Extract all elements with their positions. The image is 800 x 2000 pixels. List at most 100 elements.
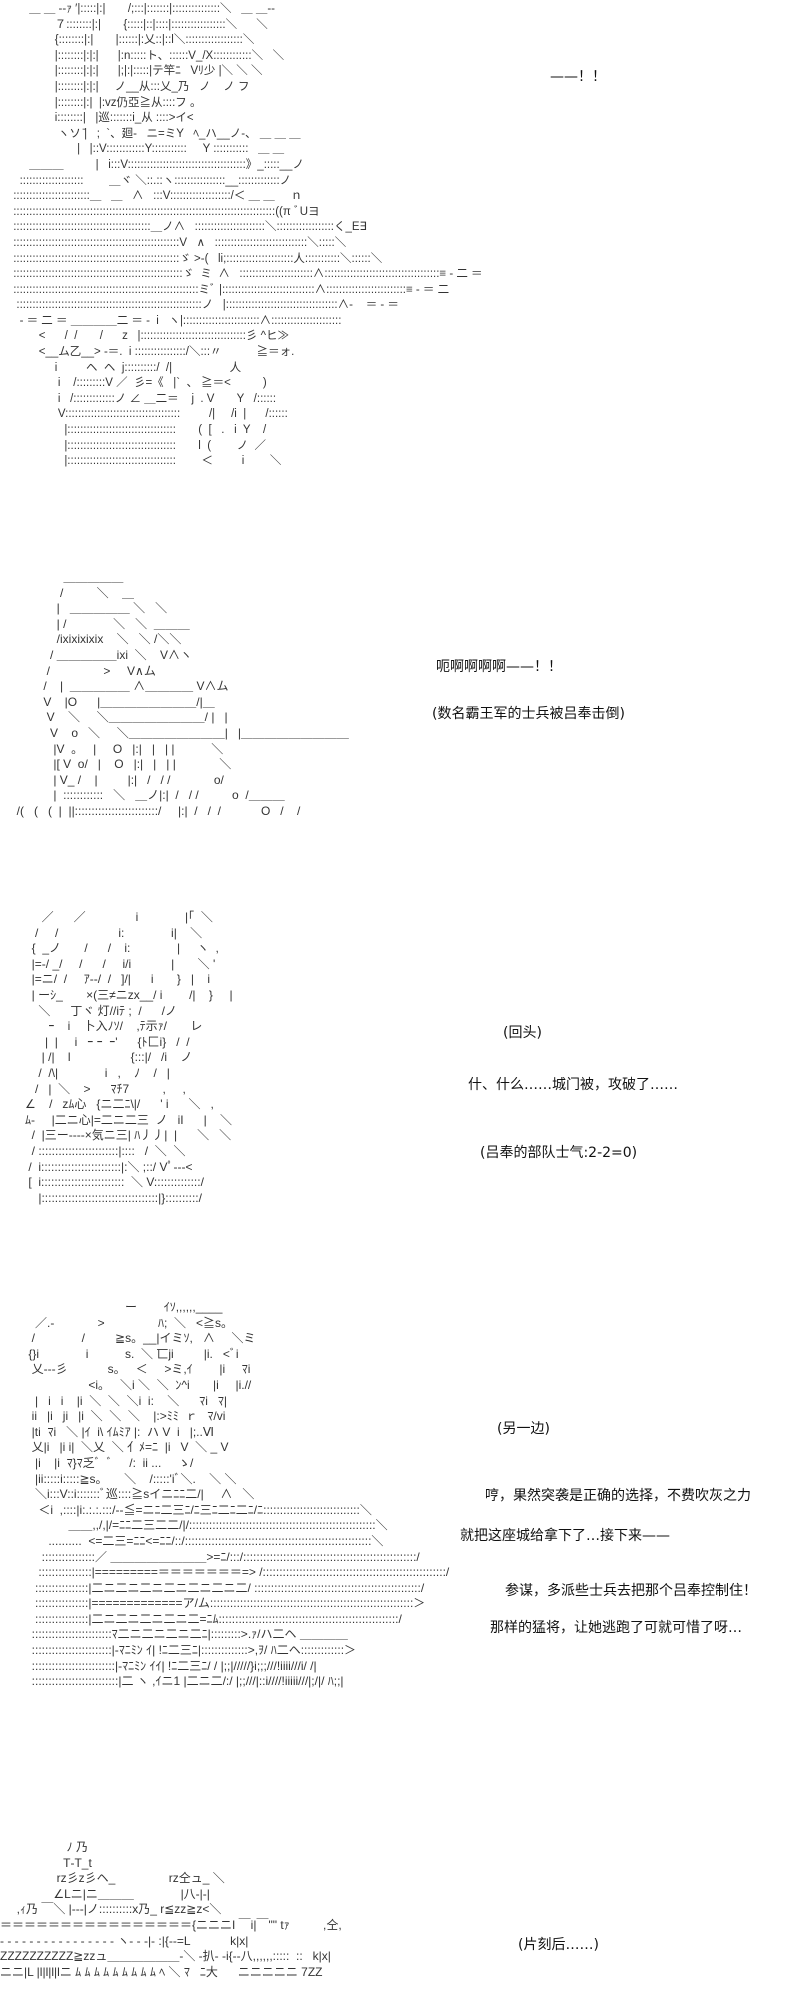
- ascii-art-line: ∠ / zﾑ心 {ニ二ﾆ\|/ ' i ＼ ,: [15, 1097, 214, 1112]
- ascii-art-warrior-charge: ＿ ＿ -‐ｧ ′|:::::|:| /;:::|:::::::|:::::::…: [10, 2, 483, 470]
- ascii-art-line: | V_ / | |:| / / / o/: [0, 772, 224, 787]
- ascii-art-line: | / ＼ ＼ ＿＿＿: [0, 616, 190, 631]
- ascii-art-line: ヽソ ̄| ; `、廻‐ ニ=ミY ﾍ_ハ__ノ‐、 ＿ ＿ ＿: [10, 127, 301, 140]
- ascii-art-line: | ＿＿＿＿＿ ＼ ＼: [0, 601, 168, 616]
- ascii-art-line: |:::::::::::::::::::::::::::::::::: ＜ i …: [10, 455, 282, 468]
- ascii-art-line: / |三ー‐‐‐‐×気ニ三| ﾊ丿丿| | ＼ ＼: [15, 1128, 232, 1143]
- ascii-art-line: ７::::::::|:| {:::::|::|::::|::::::::::::…: [10, 18, 268, 31]
- ascii-art-line: / ::::::::::::::::::::::::|:::: / ＼ ＼: [15, 1143, 186, 1158]
- ascii-art-line: :::::::::::::::::::::::::|-ﾏﾆﾐﾝ ｲｲ| !ﾆ二三…: [25, 1658, 317, 1673]
- ascii-art-line: ﾑ‐ |二ニ心|=二ニ二三 ノ iI | ＼: [15, 1112, 233, 1127]
- ascii-art-line: ::::::::::::::::::::::::::::::::::::::::…: [10, 252, 383, 265]
- ascii-art-line: {}i i s. ＼ 匸ji |i. <ﾞi: [25, 1346, 239, 1361]
- ascii-art-line: ＿＿,,/,|/=ﾆﾆ二三二二/|/::::::::::::::::::::::…: [25, 1518, 388, 1533]
- ascii-art-line: i ヘ ヘ j::::::::::/ /| 人: [10, 361, 242, 374]
- ascii-art-line: ＿＿＿＿＿: [0, 570, 124, 584]
- ascii-art-castle: ﾉ 乃 T‐T_t rz彡z彡ヘ_ rz仝ュ_ ＼ ∠Lニ|ニ＿＿＿ |八-|-…: [0, 1840, 342, 1980]
- ascii-art-line: ::::::::::::::::::::::::::::::::::::::::…: [10, 236, 347, 249]
- ascii-art-line: ::::::::::::::::::::::::::::::::::::::::…: [10, 205, 320, 218]
- ascii-art-line: rz彡z彡ヘ_ rz仝ュ_ ＼: [0, 1871, 225, 1886]
- ascii-art-line: |i |i ﾏ}ﾏ乏ﾞ ﾞ /: ii ... ゝ/: [25, 1455, 194, 1470]
- narration-turn-head: (回头): [503, 1025, 542, 1041]
- ascii-art-line: |ti ﾏi ＼ |ｲ i\ ｲﾑﾐｱ |: ハ V i |;..Ⅵ: [25, 1424, 214, 1439]
- ascii-art-line: ＿＿＿ | i:::V:::::::::::::::::::::::::::::…: [10, 158, 304, 171]
- dialogue-gate-breached: 什、什么……城门被，攻破了……: [468, 1077, 678, 1093]
- ascii-art-line: ｰ i 卜入ﾉｿ/ ,ﾃ示ｧ/ レ: [15, 1019, 203, 1034]
- ascii-art-line: i /:::::::::V ／ 彡=《 |` 、 ≧＝< ): [10, 377, 267, 390]
- ascii-art-line: {::::::::|:| |::::::|:乂::|::l＼::::::::::…: [10, 34, 255, 47]
- ascii-art-line: ::::::::::::::::|=========＝＝＝＝＝＝＝=> /:::…: [25, 1565, 450, 1580]
- ascii-art-line: i::::::::| |巡:::::::i_从 ::::>イ<: [10, 112, 194, 125]
- ascii-art-line: :::::::::::::::::::: ＿ヾ ＼::.::ヽ:::::::::…: [10, 174, 292, 187]
- ascii-art-line: / ＿＿＿＿＿ixi ＼ V∧ヽ: [0, 647, 193, 662]
- ascii-art-line: / | ＼ > ﾏﾁ7 , ,: [15, 1081, 186, 1096]
- narration-other-side: (另一边): [497, 1421, 550, 1437]
- ascii-art-line: ii |i ji |i ＼ ＼ ＼ |:>ﾐﾐ ｒ ﾏ/vi: [25, 1409, 226, 1424]
- ascii-art-line: ::::::::::::::::|二ニ二ニ二ニ二ニ二=ﾆﾑ:::::::::::…: [25, 1611, 402, 1626]
- panel-5: ﾉ 乃 T‐T_t rz彡z彡ヘ_ rz仝ュ_ ＼ ∠Lニ|ニ＿＿＿ |八-|-…: [0, 1840, 800, 2000]
- ascii-art-line: V:::::::::::::::::::::::::::::::::::: /|…: [10, 408, 288, 421]
- dialogue-line-1: 哼，果然突袭是正确的选择，不费吹灰之力: [485, 1488, 751, 1504]
- ascii-art-line: | :::::::::::: ＼ ＿ノ|:| / / / o /＿＿＿: [0, 788, 285, 803]
- ascii-art-line: ／.‐ > ﾊ; ＼ <≧s。: [25, 1315, 234, 1330]
- ascii-art-line: ／ ／ i |｢ ＼: [15, 910, 213, 924]
- dialogue-line-2: 就把这座城给拿下了…接下来——: [460, 1528, 670, 1544]
- ascii-art-line: ::::::::::::::::／ ＿＿＿＿＿＿＿＿>=ﾆ/:::/::::::…: [25, 1549, 420, 1564]
- ascii-art-line: 乂|i |i i| ＼乂 ＼ 亻ﾒ=ﾆ |i V ＼ _ V: [25, 1440, 229, 1455]
- dialogue-line-4: 那样的猛将，让她逃跑了可就可惜了呀…: [490, 1620, 742, 1636]
- ascii-art-line: < / / / z |:::::::::::::::::::::::::::::…: [10, 330, 290, 343]
- ascii-art-line: V |O |＿＿＿＿＿＿＿＿/|＿: [0, 694, 215, 709]
- ascii-art-line: .......... <=二三=ﾆﾆ<=ﾆﾆ/::/::::::::::::::…: [25, 1533, 384, 1548]
- status-morale: (吕奉的部队士气:2-2=0): [480, 1145, 638, 1161]
- ascii-art-line: ::::::::::::::::|=============ア/ム:::::::…: [25, 1596, 426, 1611]
- ascii-art-soldier-struck: ＿＿＿＿＿ / ＼ ＿ | ＿＿＿＿＿ ＼ ＼ | / ＼ ＼ ＿＿＿ /ixi…: [0, 570, 349, 820]
- ascii-art-line: |::::::::|:| |:vz仍亞≧从::::フ 。: [10, 96, 202, 109]
- ascii-art-line: ＼i:::V::i:::::::ﾞ巡::::≧sイニﾆﾆ二/| ∧ ＼: [25, 1487, 255, 1502]
- ascii-art-line: ::::::::::::::::::::::::::|二 ヽ ,ｲニ1 |二ニ二…: [25, 1674, 344, 1689]
- ascii-art-line: / / i: i| ＼: [15, 925, 203, 940]
- ascii-art-line: ‐ ＝ 二 ＝ ＿＿＿＿二 ＝ ‐ i ヽ|::::::::::::::::::…: [10, 314, 342, 327]
- ascii-art-line: ::::::::::::::::::::::::::::::::::::::::…: [10, 268, 483, 281]
- ascii-art-line: ＜i ,::::|i:.:.:.:::/‐‐≦=ニﾆ二三ﾆ/ﾆ三ﾆ二ﾆ二ﾆ/ﾆ:…: [25, 1502, 372, 1517]
- ascii-art-line: ー ｲｿ,,,,,,____: [25, 1300, 223, 1314]
- dialogue-scream: 呃啊啊啊啊——！！: [436, 659, 562, 675]
- ascii-art-line: <i。 ＼i ＼ ＼ ﾝ^i |i |i.//: [25, 1377, 252, 1392]
- ascii-art-line: V o ＼ ＼＿＿＿＿＿＿＿＿| |＿＿＿＿＿＿＿＿＿: [0, 725, 349, 740]
- ascii-art-line: ∠Lニ|ニ＿＿＿ |八-|-|: [0, 1886, 210, 1901]
- ascii-art-line: | /| l {:::|/ /i ノ: [15, 1050, 193, 1065]
- ascii-art-line: | i i |i ＼ ＼ ＼i i: ＼ ﾏi ﾏ|: [25, 1393, 228, 1408]
- dialogue-line-3: 参谋，多派些士兵去把那个吕奉控制住！: [505, 1583, 757, 1599]
- ascii-art-line: |ii:::::i:::::≧s。 ＼ /:::::'iﾞ＼. ＼ ＼: [25, 1471, 237, 1486]
- ascii-art-girl-turning: ／ ／ i |｢ ＼ / / i: i| ＼ { _ノ / / i: | ヽ ,…: [15, 910, 233, 1206]
- dialogue-shout: ——！！: [550, 69, 606, 85]
- ascii-art-line: ﾉ 乃: [0, 1840, 89, 1854]
- ascii-art-line: |[ V o/ | O |:| | | | ＼: [0, 757, 232, 772]
- ascii-art-line: | ーｼ_ ×(三≠ニzx__/ i /| } |: [15, 987, 233, 1002]
- ascii-art-line: ::::::::::::::::::::::::::::::::::::::::…: [10, 299, 399, 312]
- ascii-art-line: |:::::::::::::::::::::::::::::::::::|}::…: [15, 1190, 202, 1205]
- ascii-art-line: ::::::::::::::::::::::::＿ ＿ ∧ :::V::::::…: [10, 190, 303, 203]
- ascii-art-line: 乂‐‐‐彡 s。 ＜ >ミ,ｲ |i ﾏi: [25, 1362, 251, 1377]
- ascii-art-line: ::::::::::::::::::::::::ﾏ二ニ二ニ二ニ二ﾆ|::::::…: [25, 1627, 348, 1642]
- ascii-art-line: V ＼ ＼＿＿＿＿＿＿＿＿/ | |: [0, 710, 228, 725]
- narration-soldiers-defeated: (数名霸王军的士兵被吕奉击倒): [432, 706, 625, 722]
- ascii-art-line: { _ノ / / i: | ヽ ,: [15, 941, 219, 956]
- ascii-art-line: ::::::::::::::::::::::::::::::::::::::::…: [10, 221, 367, 234]
- ascii-art-line: /ixixixixix ＼ ＼ /＼＼: [0, 632, 182, 647]
- ascii-art-line: |:::::::::::::::::::::::::::::::::: ( [ …: [10, 424, 267, 437]
- ascii-art-line: ::::::::::::::::::::::::::::::::::::::::…: [10, 283, 450, 296]
- ascii-art-line: |V 。 | O |:| | | | ＼: [0, 741, 224, 756]
- ascii-art-line: / > V∧ム: [0, 663, 156, 678]
- ascii-art-line: ZZZZZZZZZZ≧zzュ＿＿＿＿＿＿‐＼ ‐扒‐ -i{-‐八,,,,,,:…: [0, 1949, 331, 1964]
- ascii-art-line: ＼ 丁ヾ 灯//iﾃ ; / /ノ: [15, 1003, 178, 1018]
- ascii-art-line: /( ( ( | ||:::::::::::::::::::::::::/ |:…: [0, 803, 301, 818]
- ascii-art-line: [ i::::::::::::::::::::::::: ＼ V::::::::…: [15, 1175, 204, 1190]
- ascii-art-line: | |::V::::::::::::Y::::::::::: Y :::::::…: [10, 143, 285, 156]
- panel-3: ／ ／ i |｢ ＼ / / i: i| ＼ { _ノ / / i: | ヽ ,…: [0, 900, 800, 1270]
- ascii-art-line: |=ニ/ / ｱ‐‐/ / ]/| i } | i: [15, 972, 211, 987]
- ascii-art-line: | | i ｰ ｰ ｰ' {ﾄ匚i} / /: [15, 1034, 190, 1049]
- ascii-art-line: / / ≧s。__|イミｿ, ∧ ＼ミ: [25, 1331, 256, 1346]
- ascii-art-line: |=-/ _/ / / i/i | ＼ ': [15, 956, 216, 971]
- panel-1: ＿ ＿ -‐ｧ ′|:::::|:| /;:::|:::::::|:::::::…: [0, 0, 800, 560]
- ascii-art-commander: ー ｲｿ,,,,,,____ ／.‐ > ﾊ; ＼ <≧s。 / / ≧s。__…: [25, 1300, 449, 1690]
